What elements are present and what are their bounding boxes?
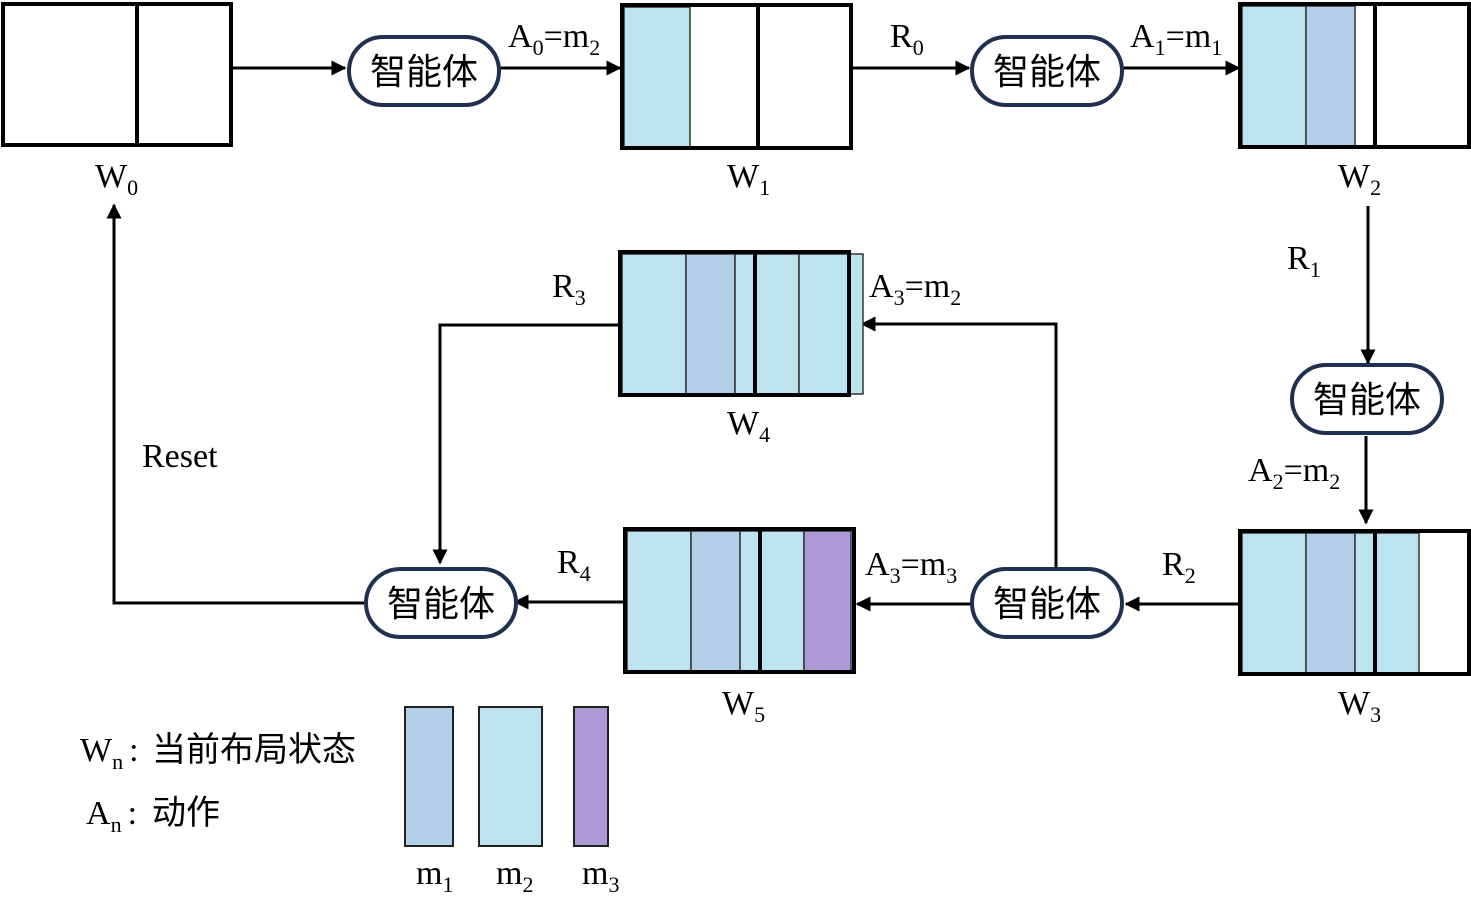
legend-m1-label: m1	[416, 855, 453, 897]
agent-node	[347, 35, 501, 107]
module-m2-cell	[739, 530, 760, 672]
legend-m1-swatch	[404, 706, 454, 847]
state-w5-box	[623, 527, 856, 674]
module-m2-cell	[1241, 5, 1307, 147]
action-a2-label: A2=m2	[1248, 452, 1340, 494]
edge-reset	[106, 203, 364, 605]
state-w0-box	[1, 2, 233, 147]
edges	[106, 60, 1376, 612]
module-m2-cell	[621, 253, 687, 395]
legend-an-text: 动作	[152, 793, 220, 833]
agent-3: 智能体	[1290, 363, 1444, 435]
legend-m2-swatch	[478, 706, 543, 847]
agent-label: 智能体	[370, 52, 478, 93]
agent-4: 智能体	[970, 567, 1124, 639]
agent-label: 智能体	[993, 584, 1101, 625]
module-m1-cell	[1305, 5, 1356, 147]
state-w2-box	[1238, 2, 1471, 149]
state-w4	[618, 250, 864, 397]
legend-wn: Wn:	[80, 732, 139, 774]
legend-m3-swatch	[573, 706, 609, 847]
action-a3-left-label: A3=m3	[865, 546, 957, 588]
legend-m2-label: m2	[496, 855, 533, 897]
module-m1-cell	[685, 253, 736, 395]
edge-agent-w4	[860, 316, 1058, 570]
state-w0	[1, 2, 233, 147]
module-m2-cell	[626, 530, 692, 672]
module-m2-cell	[734, 253, 755, 395]
module-m1-cell	[1305, 532, 1356, 674]
agent-node	[364, 567, 518, 639]
module-m2-cell	[1375, 532, 1420, 674]
reward-r4-label: R4	[557, 544, 591, 586]
state-w1	[620, 3, 853, 150]
legend-an: An:	[86, 795, 137, 837]
module-m2-cell	[760, 530, 805, 672]
legend-wn-text: 当前布局状态	[152, 730, 356, 770]
state-w3-label: W3	[1338, 685, 1381, 727]
reset-label: Reset	[142, 438, 218, 475]
agent-label: 智能体	[993, 52, 1101, 93]
edge-w4-agent	[432, 323, 620, 565]
module-m2-cell	[1241, 532, 1307, 674]
state-w3	[1238, 529, 1471, 676]
action-a3-up-label: A3=m2	[869, 268, 961, 310]
module-m2-cell	[1354, 532, 1375, 674]
state-w1-label: W1	[727, 158, 770, 200]
module-m2-cell	[798, 253, 864, 395]
agent-2: 智能体	[970, 35, 1124, 107]
state-w5-label: W5	[722, 685, 765, 727]
legend: Wn: 当前布局状态 An: 动作 m1 m2 m3	[80, 706, 619, 897]
agent-node	[970, 567, 1124, 639]
agent-node	[970, 35, 1124, 107]
agent-node	[1290, 363, 1444, 435]
state-w2-label: W2	[1338, 158, 1381, 200]
agent-5: 智能体	[364, 567, 518, 639]
action-a1-label: A1=m1	[1130, 18, 1222, 60]
action-a0-label: A0=m2	[508, 18, 600, 60]
legend-m3-label: m3	[582, 855, 619, 897]
state-w0-label: W0	[95, 158, 138, 200]
module-m3-cell	[803, 530, 852, 672]
state-w5	[623, 527, 856, 674]
reward-r3-label: R3	[552, 268, 586, 310]
reward-r2-label: R2	[1162, 546, 1196, 588]
module-m2-cell	[755, 253, 800, 395]
reward-r1-label: R1	[1287, 240, 1321, 282]
module-m2-cell	[623, 6, 691, 148]
state-w4-label: W4	[727, 405, 770, 447]
state-w4-box	[618, 250, 851, 397]
agent-label: 智能体	[387, 584, 495, 625]
module-m1-cell	[690, 530, 741, 672]
state-w1-box	[620, 3, 853, 150]
reward-r0-label: R0	[890, 18, 924, 60]
state-w2	[1238, 2, 1471, 149]
state-w3-box	[1238, 529, 1471, 676]
agent-1: 智能体	[347, 35, 501, 107]
agent-label: 智能体	[1313, 380, 1421, 421]
